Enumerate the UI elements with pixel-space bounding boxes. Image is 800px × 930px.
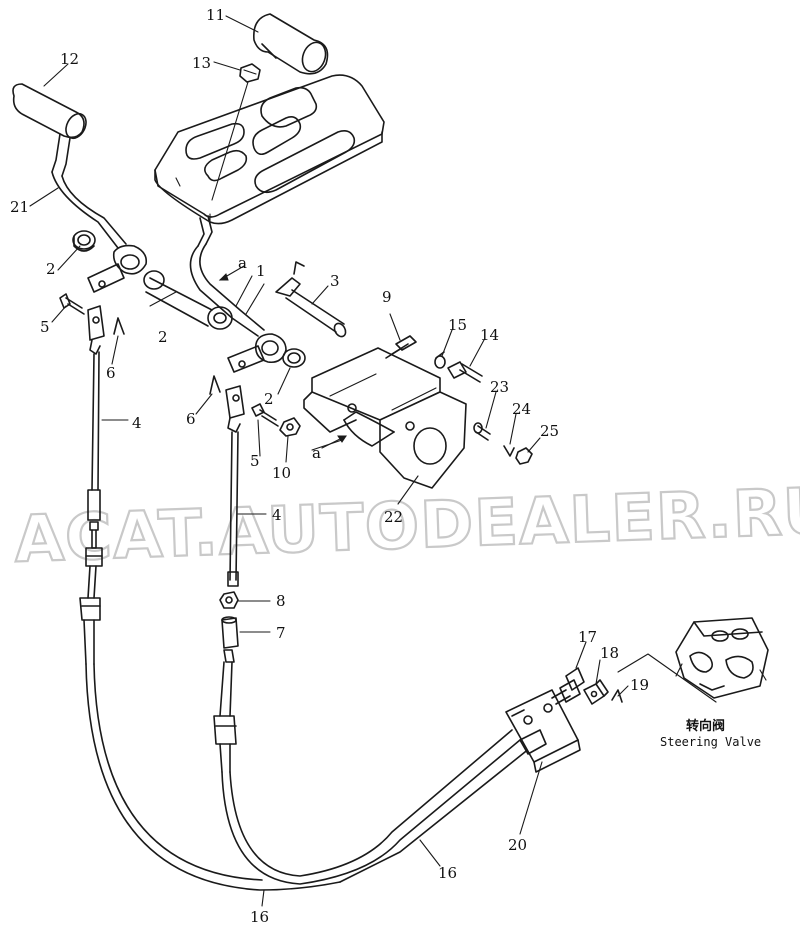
callout-12: 12	[60, 50, 79, 68]
callout-11: 11	[206, 6, 225, 24]
bolt-9	[385, 335, 417, 359]
arrow-a-top	[218, 265, 245, 281]
callout-6-lower: 6	[186, 410, 196, 428]
callout-22: 22	[384, 508, 403, 526]
callout-9: 9	[382, 288, 392, 306]
nut-10	[279, 417, 301, 437]
nut-8	[219, 591, 239, 609]
valve-link-line	[617, 653, 717, 703]
rod-4-right	[225, 385, 245, 587]
clip-24	[503, 445, 515, 457]
bolt-14	[447, 361, 483, 383]
shaft-2-middle	[143, 270, 233, 330]
cover-plate	[154, 74, 385, 225]
bushing-2-lower	[282, 348, 306, 368]
callout-10: 10	[272, 464, 291, 482]
callout-5-lower: 5	[250, 452, 260, 470]
steering-valve	[675, 617, 769, 699]
lever-12-21	[12, 83, 148, 293]
callout-19: 19	[630, 676, 649, 694]
knob-11	[253, 13, 329, 75]
pin-23	[473, 422, 491, 441]
sleeve-7	[221, 616, 239, 649]
callout-5-top: 5	[40, 318, 50, 336]
callout-7: 7	[276, 624, 286, 642]
pin-15	[434, 351, 446, 369]
joint-18	[583, 679, 609, 705]
cable-end-right	[213, 649, 237, 773]
callout-8: 8	[276, 592, 286, 610]
shaft-3	[275, 261, 347, 338]
nut-13	[239, 63, 261, 83]
leader-lines	[29, 15, 629, 907]
rod-4-left	[79, 305, 105, 665]
bolt-5-lower	[251, 403, 279, 427]
callout-2-middle: 2	[158, 328, 168, 346]
callout-13: 13	[192, 54, 211, 72]
callout-4-left: 4	[132, 414, 142, 432]
callout-1: 1	[256, 262, 266, 280]
watermark: ACAT.AUTODEALER.RU	[13, 475, 800, 578]
callout-3: 3	[330, 272, 340, 290]
steering-valve-label-cn: 转向阀	[686, 718, 725, 734]
cable-16-left	[85, 663, 341, 891]
callout-2-top: 2	[46, 260, 56, 278]
callout-16-right: 16	[438, 864, 457, 882]
clip-6-lower	[209, 375, 221, 395]
rod-end-17	[551, 667, 585, 705]
clip-6-top	[113, 317, 125, 335]
bushing-2-top	[72, 230, 96, 252]
callout-21: 21	[10, 198, 29, 216]
nut-25	[515, 447, 533, 465]
callout-18: 18	[600, 644, 619, 662]
callout-14: 14	[480, 326, 499, 344]
callout-24: 24	[512, 400, 531, 418]
callout-15: 15	[448, 316, 467, 334]
bracket-20	[505, 689, 581, 773]
lever-1	[189, 215, 287, 373]
callout-6-top: 6	[106, 364, 116, 382]
callout-25: 25	[540, 422, 559, 440]
callout-2-lower: 2	[264, 390, 274, 408]
callout-23: 23	[490, 378, 509, 396]
steering-valve-label-en: Steering Valve	[660, 735, 761, 749]
callout-a-lower: a	[312, 444, 321, 462]
callout-17: 17	[578, 628, 597, 646]
cable-16-right	[221, 729, 531, 885]
callout-20: 20	[508, 836, 527, 854]
arrow-a-lower	[321, 435, 347, 449]
bolt-5-top	[59, 293, 85, 315]
callout-a-top: a	[238, 254, 247, 272]
clip-19	[611, 689, 623, 703]
callout-4-right: 4	[272, 506, 282, 524]
callout-16-left: 16	[250, 908, 269, 926]
bracket-22	[303, 347, 467, 489]
